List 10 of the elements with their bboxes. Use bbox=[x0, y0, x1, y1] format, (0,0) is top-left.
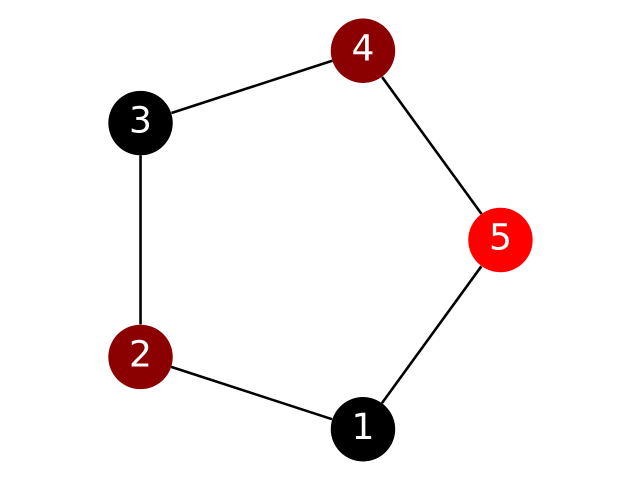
connector bbox=[138, 155, 142, 324]
node-circle: 3 bbox=[108, 90, 172, 156]
node-circle: 4 bbox=[330, 18, 395, 83]
connector bbox=[170, 366, 332, 420]
node-circle: 5 bbox=[468, 208, 532, 272]
node-circle: 2 bbox=[108, 324, 172, 390]
connector bbox=[170, 60, 332, 114]
connector bbox=[380, 76, 482, 215]
node-circle: 1 bbox=[330, 397, 395, 462]
connector bbox=[380, 266, 482, 404]
